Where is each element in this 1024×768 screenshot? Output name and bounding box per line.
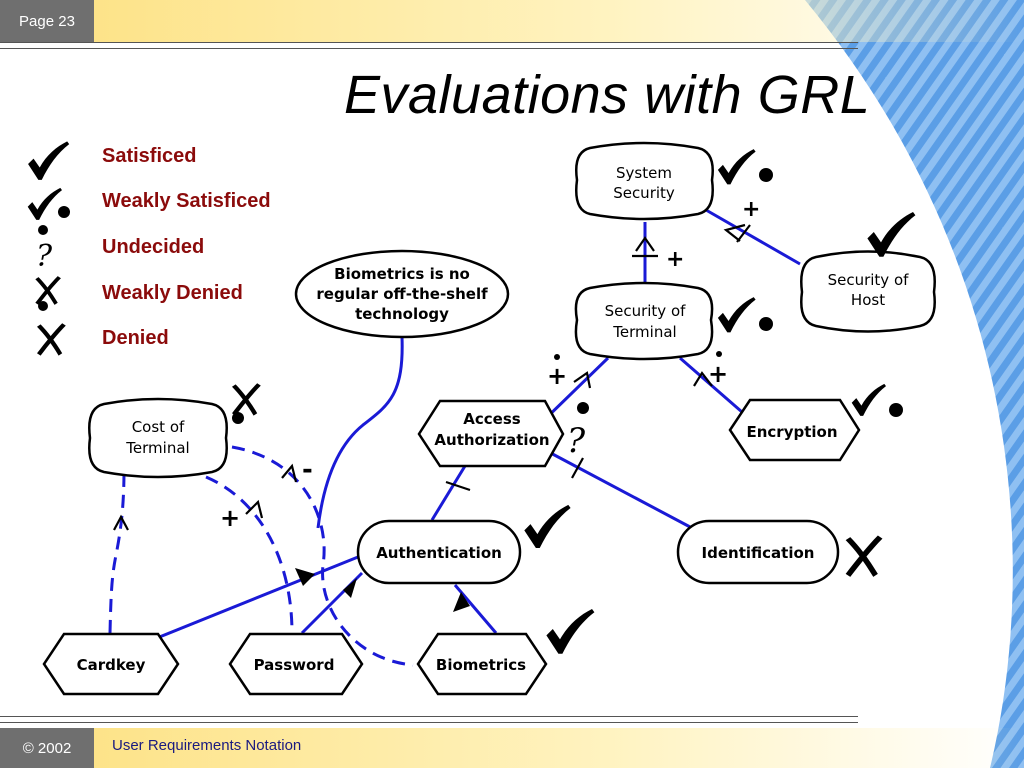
chevron-password-cost (245, 499, 264, 519)
chevron-biometrics-cost (281, 463, 298, 483)
question-icon: ? (567, 402, 589, 461)
link-password-cost (205, 475, 294, 634)
link-identification-access (544, 448, 693, 530)
legend-satisficed: Satisficed (102, 145, 197, 167)
node-cost-of-terminal-label-1: Cost of (132, 418, 185, 436)
copyright: © 2002 (0, 728, 94, 768)
node-belief[interactable]: Biometrics is no regular off-the-shelf t… (294, 249, 510, 339)
node-password-label: Password (254, 656, 335, 674)
header-gradient (94, 0, 1024, 42)
header-divider (0, 42, 858, 43)
node-cost-of-terminal[interactable]: Cost of Terminal (88, 397, 228, 479)
check-icon (546, 609, 595, 654)
node-biometrics-label: Biometrics (436, 656, 526, 674)
node-access-authorization-label-1: Access (463, 410, 520, 428)
check-icon (28, 141, 70, 180)
link-biometrics-authentication (453, 584, 498, 634)
tick-host-system (736, 224, 751, 243)
arrowhead-password-authentication (343, 578, 357, 598)
cross-icon (37, 323, 66, 356)
node-biometrics[interactable]: Biometrics (416, 632, 548, 696)
node-authentication-label: Authentication (376, 544, 502, 562)
node-authentication[interactable]: Authentication (356, 519, 522, 585)
question-icon: ? (36, 225, 53, 274)
node-belief-label-2: regular off-the-shelf (316, 285, 488, 303)
node-belief-label-1: Biometrics is no (334, 265, 470, 283)
footer-gradient (94, 728, 1024, 768)
contribution-sys-host: + (742, 197, 760, 222)
chevron-cardkey-cost (113, 514, 129, 531)
legend-undecided: Undecided (102, 236, 205, 258)
node-cost-of-terminal-label-2: Terminal (125, 439, 189, 457)
link-cardkey-authentication (156, 555, 359, 640)
legend-denied: Denied (102, 327, 169, 349)
arrowhead-biometrics-authentication (453, 592, 470, 612)
tick-authentication-access (445, 480, 471, 492)
svg-text:?: ? (567, 421, 586, 461)
node-security-of-host-label-2: Host (851, 291, 885, 309)
weak-cross-icon (232, 383, 261, 424)
tick-access-terminal (571, 457, 584, 479)
link-biometrics-cost (231, 445, 414, 667)
contribution-enc-term: + (708, 360, 728, 388)
chevron-access-terminal (573, 371, 592, 389)
node-system-security-label-2: Security (613, 184, 675, 202)
chevron-terminal-system (635, 236, 655, 252)
page-number: Page 23 (0, 0, 94, 42)
node-security-of-terminal-label-1: Security of (605, 302, 687, 320)
arrowhead-cardkey-authentication (295, 568, 315, 586)
svg-text:?: ? (36, 239, 53, 274)
chevron-encryption-terminal (693, 371, 713, 387)
node-system-security-label-1: System (616, 164, 672, 182)
weak-check-icon (27, 187, 70, 220)
chevron-host-system (723, 223, 746, 242)
footer-bar: © 2002 User Requirements Notation (0, 728, 1024, 768)
weak-check-icon (717, 297, 773, 333)
node-access-authorization[interactable]: Access Authorization (417, 399, 565, 468)
contribution-cost-password: - (302, 455, 313, 485)
contribution-term-sys: + (666, 247, 684, 272)
link-cardkey-cost (108, 469, 126, 634)
node-security-of-terminal[interactable]: Security of Terminal (574, 281, 714, 361)
weak-dot-access-term (554, 354, 560, 360)
node-encryption-label: Encryption (746, 423, 837, 441)
weak-check-icon (717, 149, 773, 185)
footer-divider-thin (0, 722, 858, 723)
weak-check-icon (851, 383, 903, 417)
node-belief-label-3: technology (355, 305, 449, 323)
node-security-of-terminal-label-2: Terminal (612, 323, 676, 341)
contribution-cost-biometrics: + (220, 504, 240, 532)
link-authentication-access (430, 465, 467, 521)
node-encryption[interactable]: Encryption (728, 398, 861, 462)
node-security-of-host-label-1: Security of (828, 271, 910, 289)
legend-weakly-denied: Weakly Denied (102, 282, 243, 304)
check-icon (867, 212, 916, 257)
node-cardkey[interactable]: Cardkey (42, 632, 180, 696)
footer-title: User Requirements Notation (112, 737, 302, 754)
weak-cross-icon (35, 276, 61, 311)
slide-title: Evaluations with GRL (344, 65, 871, 125)
link-belief-biometrics (316, 336, 404, 529)
node-identification-label: Identification (702, 544, 815, 562)
node-security-of-host[interactable]: Security of Host (800, 250, 936, 333)
link-host-system (705, 208, 801, 266)
header-divider-thin (0, 48, 858, 49)
node-password[interactable]: Password (228, 632, 364, 696)
node-identification[interactable]: Identification (676, 519, 840, 585)
header-bar: Page 23 (0, 0, 1024, 42)
node-access-authorization-label-2: Authorization (434, 431, 549, 449)
cross-icon (845, 535, 883, 577)
weak-dot-enc-term (716, 351, 722, 357)
node-system-security[interactable]: System Security (575, 141, 714, 221)
footer-divider (0, 716, 858, 717)
node-cardkey-label: Cardkey (77, 656, 146, 674)
legend-weakly-satisficed: Weakly Satisficed (102, 190, 271, 212)
check-icon (524, 504, 571, 549)
contribution-access-term: + (547, 362, 567, 390)
